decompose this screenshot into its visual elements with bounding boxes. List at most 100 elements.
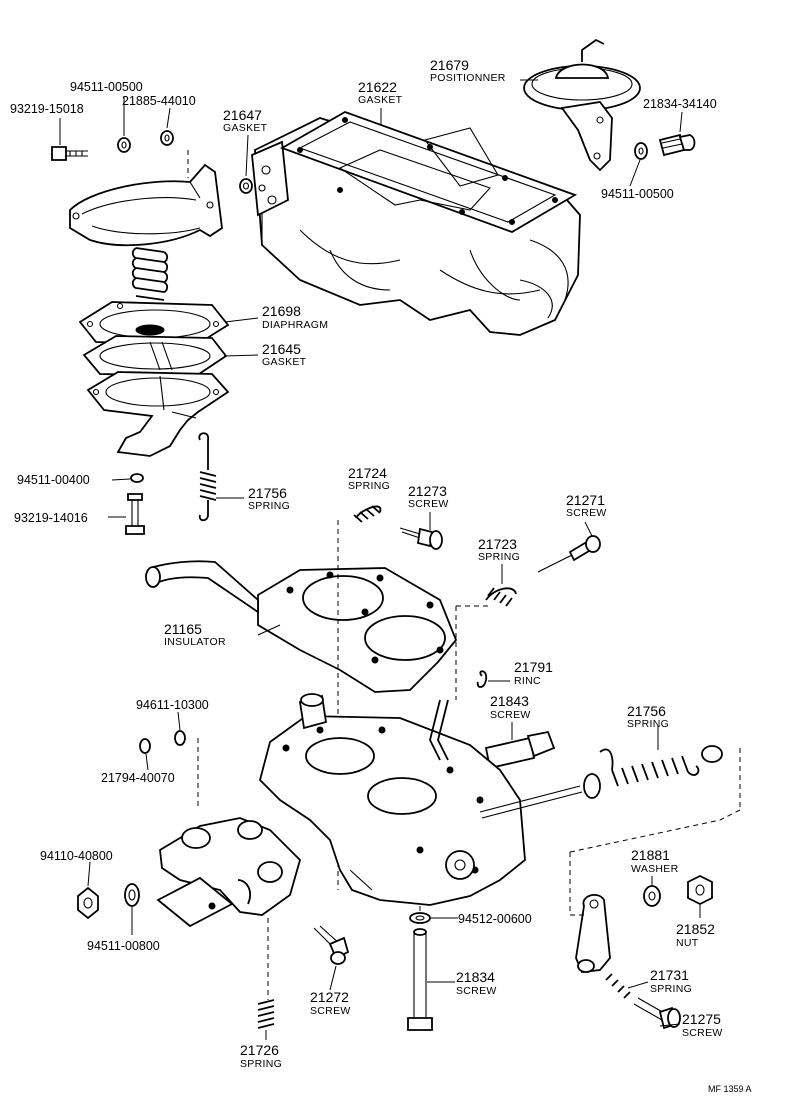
svg-text:21275: 21275 bbox=[682, 1011, 721, 1027]
label-21794-40070: 21794-40070 bbox=[101, 771, 175, 785]
washer-94511-00800-shape bbox=[124, 883, 140, 907]
svg-text:POSITIONNER: POSITIONNER bbox=[430, 72, 506, 84]
spring-21756-a-shape bbox=[198, 432, 217, 522]
throttle-body-shape bbox=[258, 693, 583, 906]
svg-text:21791: 21791 bbox=[514, 659, 553, 675]
diaphragm-cover-shape bbox=[69, 150, 223, 247]
screw-21272-shape bbox=[313, 925, 350, 965]
nut-21852-shape bbox=[687, 874, 713, 906]
svg-text:21647: 21647 bbox=[223, 107, 262, 123]
label-21647: 21647 GASKET bbox=[223, 107, 268, 134]
label-21273: 21273 SCREW bbox=[408, 483, 449, 510]
svg-text:21273: 21273 bbox=[408, 483, 447, 499]
label-21834: 21834 SCREW bbox=[456, 969, 497, 997]
svg-text:21698: 21698 bbox=[262, 303, 301, 319]
svg-text:GASKET: GASKET bbox=[223, 122, 268, 134]
svg-text:21724: 21724 bbox=[348, 465, 387, 481]
svg-text:GASKET: GASKET bbox=[358, 94, 403, 106]
label-21271: 21271 SCREW bbox=[566, 492, 607, 519]
screw-21271-shape bbox=[537, 535, 601, 573]
svg-text:SCREW: SCREW bbox=[310, 1005, 351, 1017]
label-21724: 21724 SPRING bbox=[348, 465, 390, 492]
label-21272: 21272 SCREW bbox=[310, 989, 351, 1017]
label-94511-00400: 94511-00400 bbox=[17, 473, 90, 487]
carburetor-upper-body bbox=[251, 117, 581, 336]
positioner-21679-shape bbox=[523, 38, 641, 172]
label-21275: 21275 SCREW bbox=[682, 1011, 723, 1039]
label-21843: 21843 SCREW bbox=[490, 693, 531, 721]
svg-text:RINC: RINC bbox=[514, 675, 541, 687]
diaphragm-21698-shape bbox=[78, 301, 230, 346]
spring-21726-shape bbox=[257, 999, 275, 1029]
leader-lines bbox=[59, 79, 701, 1040]
svg-text:GASKET: GASKET bbox=[262, 356, 307, 368]
washer-94511-00400-shape bbox=[130, 473, 144, 483]
washer-21881-shape bbox=[643, 885, 661, 907]
label-94511-00800: 94511-00800 bbox=[87, 939, 160, 953]
svg-text:21272: 21272 bbox=[310, 989, 349, 1005]
label-21726: 21726 SPRING bbox=[240, 1042, 282, 1070]
washer-94511-00500-b-shape bbox=[634, 142, 648, 160]
label-21885-44010: 21885-44010 bbox=[122, 94, 196, 108]
spring-21756-b-shape bbox=[583, 745, 741, 821]
svg-text:SPRING: SPRING bbox=[348, 480, 390, 492]
cap-21794-40070-shape bbox=[139, 738, 151, 754]
screw-93219-14016-shape bbox=[125, 493, 145, 535]
label-93219-14016: 93219-14016 bbox=[14, 511, 88, 525]
label-21834-34140: 21834-34140 bbox=[643, 97, 717, 111]
gasket-21622-shape bbox=[279, 111, 578, 233]
spring-washer-21885-44010-shape bbox=[160, 130, 174, 146]
footer-code: MF 1359 A bbox=[708, 1084, 752, 1094]
insulator-21165-shape bbox=[145, 560, 458, 693]
svg-text:SCREW: SCREW bbox=[682, 1027, 723, 1039]
label-94611-10300: 94611-10300 bbox=[136, 698, 209, 712]
screw-21843-shape bbox=[484, 730, 556, 770]
svg-text:21756: 21756 bbox=[248, 485, 287, 501]
gasket-21645-shape bbox=[82, 335, 228, 377]
svg-text:SCREW: SCREW bbox=[566, 507, 607, 519]
label-21698: 21698 DIAPHRAGM bbox=[262, 303, 328, 331]
diaphragm-housing-shape bbox=[86, 371, 230, 457]
svg-text:INSULATOR: INSULATOR bbox=[164, 636, 226, 648]
screw-21273-shape bbox=[399, 527, 443, 550]
throttle-lever-shape bbox=[569, 819, 721, 973]
nut-94110-40800-shape bbox=[77, 886, 99, 920]
svg-text:21726: 21726 bbox=[240, 1042, 279, 1058]
svg-text:21756: 21756 bbox=[627, 703, 666, 719]
spring-21723-shape bbox=[455, 587, 517, 700]
label-94511-00500-b: 94511-00500 bbox=[601, 187, 674, 201]
svg-text:21843: 21843 bbox=[490, 693, 529, 709]
svg-text:SCREW: SCREW bbox=[408, 498, 449, 510]
label-93219-15018: 93219-15018 bbox=[10, 102, 84, 116]
label-21679: 21679 POSITIONNER bbox=[430, 57, 506, 84]
screw-21834-shape bbox=[407, 906, 433, 1031]
svg-text:21852: 21852 bbox=[676, 921, 715, 937]
svg-text:SPRING: SPRING bbox=[248, 500, 290, 512]
svg-text:21271: 21271 bbox=[566, 492, 605, 508]
svg-text:21723: 21723 bbox=[478, 536, 517, 552]
svg-text:SPRING: SPRING bbox=[240, 1058, 282, 1070]
label-21756-a: 21756 SPRING bbox=[248, 485, 290, 512]
label-21645: 21645 GASKET bbox=[262, 341, 307, 368]
svg-text:21622: 21622 bbox=[358, 79, 397, 95]
label-21723: 21723 SPRING bbox=[478, 536, 520, 563]
screw-93219-15018-shape bbox=[51, 146, 88, 161]
svg-text:SCREW: SCREW bbox=[490, 709, 531, 721]
svg-text:21881: 21881 bbox=[631, 847, 670, 863]
label-94110-40800: 94110-40800 bbox=[40, 849, 113, 863]
diaphragm-spring-shape bbox=[131, 247, 169, 301]
gasket-21647-shape bbox=[239, 178, 253, 194]
svg-text:SPRING: SPRING bbox=[650, 983, 692, 995]
nut-94611-10300-shape bbox=[174, 730, 186, 746]
svg-text:21834: 21834 bbox=[456, 969, 495, 985]
label-21852: 21852 NUT bbox=[676, 921, 715, 949]
svg-text:21679: 21679 bbox=[430, 57, 469, 73]
svg-text:SPRING: SPRING bbox=[478, 551, 520, 563]
svg-text:SPRING: SPRING bbox=[627, 718, 669, 730]
label-21731: 21731 SPRING bbox=[650, 967, 692, 995]
spring-21731-shape bbox=[605, 973, 631, 999]
ring-21791-shape bbox=[476, 670, 488, 688]
screw-21275-shape bbox=[633, 997, 681, 1030]
washer-94512-00600-shape bbox=[409, 912, 431, 924]
svg-text:SCREW: SCREW bbox=[456, 985, 497, 997]
